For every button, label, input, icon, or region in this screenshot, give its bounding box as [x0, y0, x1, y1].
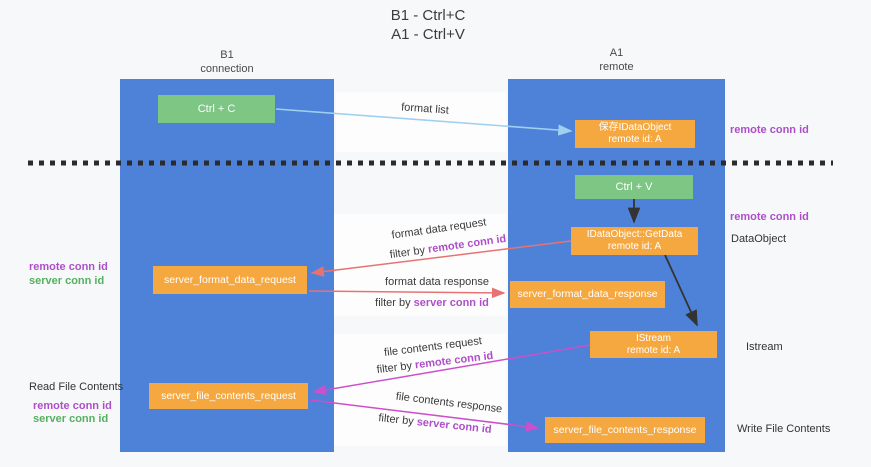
file-contents-request-arrow	[312, 344, 591, 396]
remote-conn-id-label-left-1: remote conn id	[29, 261, 108, 273]
getdata-to-istream-arrow	[664, 254, 698, 327]
server-conn-id-highlight: server conn id	[413, 297, 489, 309]
write-file-contents-label: Write File Contents	[737, 423, 831, 435]
server-file-contents-request-node: server_file_contents_request	[149, 383, 308, 409]
diagram-title: B1 - Ctrl+C A1 - Ctrl+V	[391, 6, 466, 44]
ctrl-c-label: Ctrl + C	[197, 102, 236, 115]
ctrl-c-node: Ctrl + C	[158, 95, 275, 123]
server-file-contents-response-label: server_file_contents_response	[553, 423, 697, 436]
server-format-data-response-node: server_format_data_response	[510, 281, 665, 308]
save-dataobject-line2: remote id: A	[608, 134, 662, 145]
server-format-data-request-label: server_format_data_request	[164, 273, 296, 286]
filter-by-server-conn-id-label-1: filter by server conn id	[375, 297, 489, 309]
read-file-contents-label: Read File Contents	[29, 381, 124, 393]
server-file-contents-request-label: server_file_contents_request	[161, 389, 296, 402]
ctrl-v-node: Ctrl + V	[575, 175, 693, 199]
format-data-response-arrow	[308, 287, 506, 299]
server-file-contents-response-node: server_file_contents_response	[545, 417, 705, 443]
right-column-role: remote	[599, 61, 634, 73]
getdata-line2: remote id: A	[607, 241, 662, 252]
title-line-1: B1 - Ctrl+C	[390, 7, 466, 24]
label-background-middle	[334, 214, 506, 316]
server-format-data-request-node: server_format_data_request	[153, 266, 307, 294]
ctrl-v-label: Ctrl + V	[615, 180, 653, 193]
left-column-name: B1	[220, 49, 234, 61]
istream-side-label: Istream	[746, 341, 783, 353]
istream-node: IStream remote id: A	[590, 331, 717, 358]
server-format-data-response-label: server_format_data_response	[517, 288, 658, 300]
left-column-header: B1 connection	[120, 48, 334, 76]
remote-conn-id-label-left-2: remote conn id	[33, 400, 112, 412]
title-line-2: A1 - Ctrl+V	[391, 26, 465, 43]
getdata-node: IDataObject::GetData remote id: A	[571, 227, 698, 255]
label-background-bottom	[334, 334, 506, 446]
format-data-request-arrow	[310, 240, 572, 277]
istream-line1: IStream	[635, 332, 671, 344]
remote-conn-id-label-mid-right: remote conn id	[730, 211, 809, 223]
server-conn-id-label-left-1: server conn id	[29, 275, 105, 287]
save-dataobject-node: 保存IDataObject remote id: A	[575, 120, 695, 148]
label-background-top	[336, 92, 506, 152]
file-contents-response-arrow	[309, 399, 540, 432]
dataobject-label: DataObject	[731, 233, 787, 245]
left-column-role: connection	[200, 63, 254, 75]
server-conn-id-label-left-2: server conn id	[33, 413, 109, 425]
getdata-line1: IDataObject::GetData	[586, 229, 683, 240]
istream-line2: remote id: A	[626, 344, 681, 356]
format-data-response-label: format data response	[385, 276, 489, 288]
filter-prefix: filter by	[375, 297, 414, 309]
right-column-name: A1	[609, 47, 624, 59]
right-column-header: A1 remote	[508, 46, 725, 74]
format-list-arrow	[275, 108, 573, 136]
save-dataobject-line1: 保存IDataObject	[598, 122, 672, 133]
remote-conn-id-label-top-right: remote conn id	[730, 124, 809, 136]
